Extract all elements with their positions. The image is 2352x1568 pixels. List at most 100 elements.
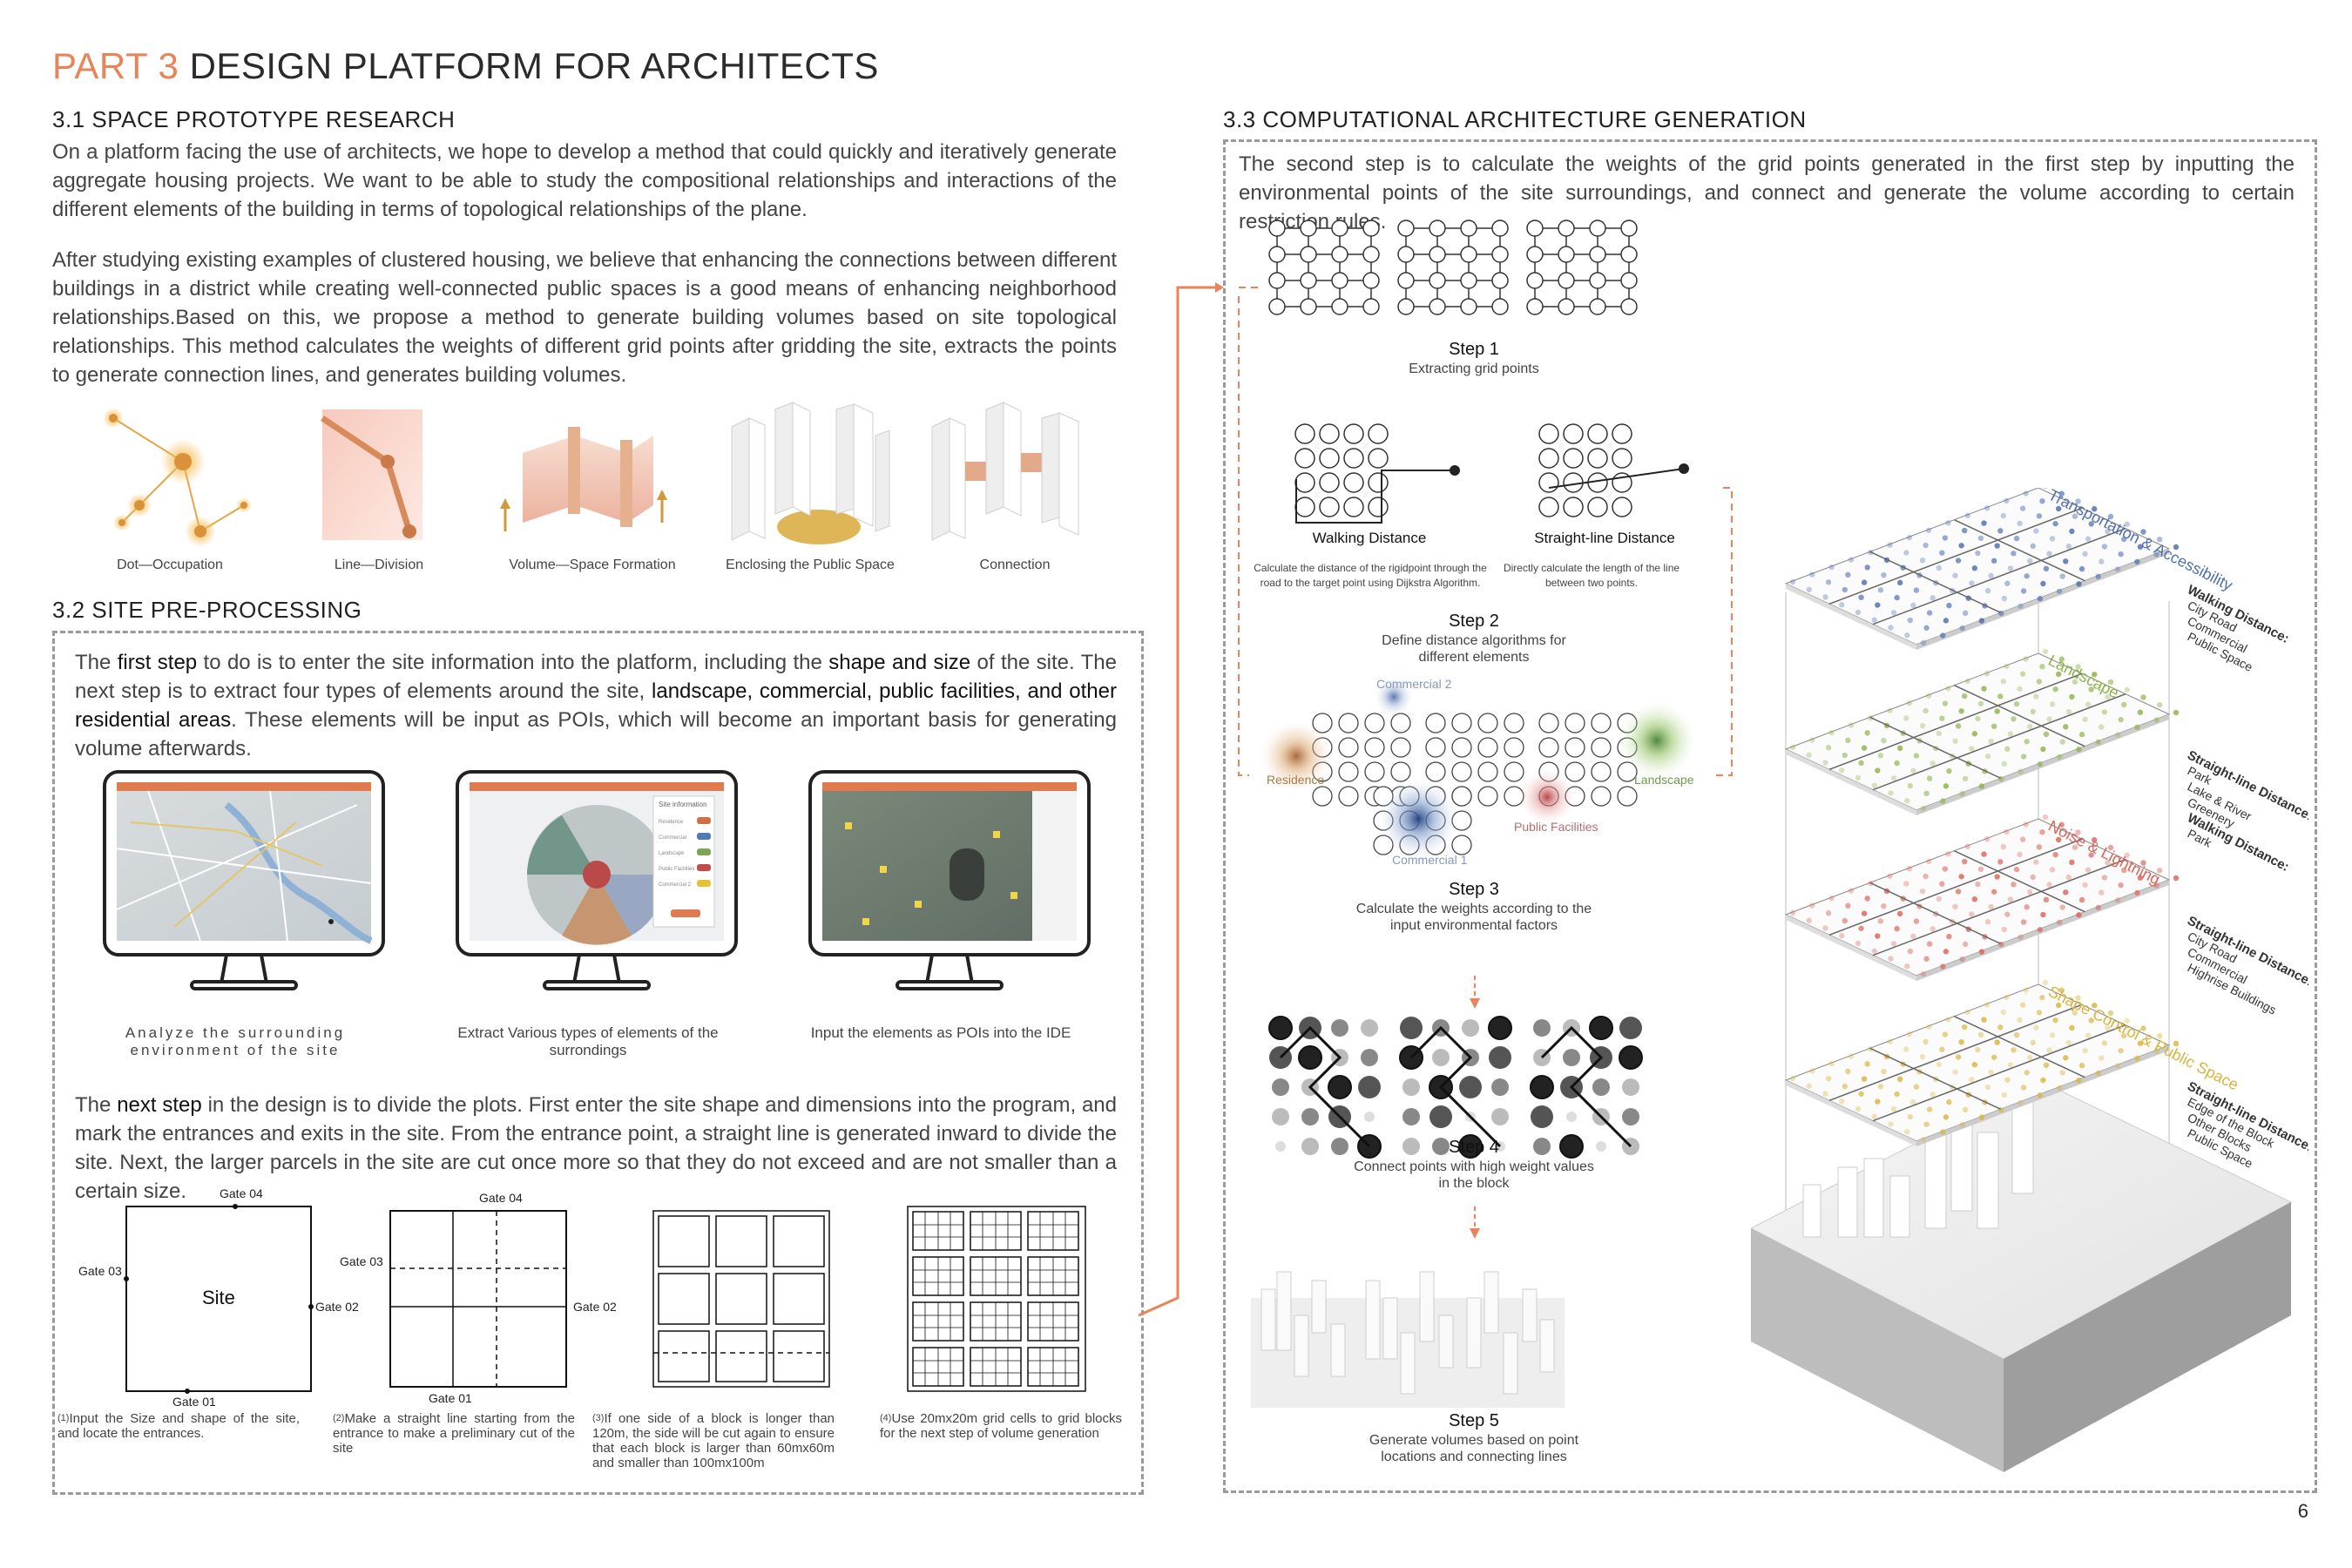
layer-point	[1981, 686, 1987, 692]
layer-point	[1923, 873, 1929, 880]
weighted-point	[1328, 1075, 1352, 1099]
grid-point	[1558, 298, 1575, 315]
layer-point	[1962, 610, 1969, 617]
grid-point	[1364, 737, 1385, 758]
grid-point	[1451, 713, 1472, 733]
weighted-point	[1298, 1045, 1322, 1070]
layer-point	[2042, 648, 2049, 655]
weighted-point	[1364, 1112, 1375, 1122]
grid-point	[1538, 448, 1559, 469]
grid-point	[1268, 298, 1286, 315]
layer-point	[1894, 594, 1900, 601]
prototype-caption-4: Enclosing the Public Space	[726, 558, 895, 572]
layer-point	[1809, 737, 1815, 743]
layer-point	[1984, 671, 1990, 677]
plot-caption-2: (2)Make a straight line starting from th…	[333, 1411, 575, 1456]
layer-point	[1945, 686, 1951, 692]
grid-point	[1364, 713, 1385, 733]
page-number: 6	[2297, 1500, 2308, 1522]
layer-point	[1896, 745, 1903, 752]
layer-point	[2173, 709, 2180, 716]
gate-02-label: Gate 02	[315, 1300, 359, 1314]
layer-point	[2140, 1025, 2146, 1031]
layer-point	[1822, 760, 1828, 766]
layer-point	[2095, 904, 2101, 911]
grid-point	[1390, 713, 1411, 733]
poi-commercial2-label: Commercial 2	[1376, 677, 1452, 691]
layer-point	[1806, 1083, 1812, 1089]
straight-distance-grid	[1538, 423, 1632, 517]
title-accent: PART 3	[52, 45, 179, 86]
layer-point	[1962, 775, 1969, 782]
layer-point	[2056, 919, 2063, 925]
layer-point	[1958, 543, 1964, 549]
layer-point	[2042, 814, 2049, 821]
layer-point	[2088, 521, 2094, 527]
grid-point	[1331, 246, 1348, 263]
weighted-point	[1402, 1078, 1420, 1096]
layer-point	[2059, 904, 2065, 910]
layer-point	[2058, 987, 2065, 993]
grid-point	[1558, 272, 1575, 289]
layer-point	[2036, 513, 2043, 519]
grid-point	[1591, 737, 1612, 758]
grid-point	[1538, 497, 1559, 517]
section-33-intro: The second step is to calculate the weig…	[1239, 152, 2295, 233]
layer-point	[2107, 844, 2114, 851]
site-label: Site	[202, 1287, 235, 1308]
layer-point	[1871, 1113, 1877, 1119]
layer-point	[1890, 1106, 1897, 1112]
site-info-row-3: Landscape	[659, 851, 685, 856]
grid-point	[1587, 423, 1608, 444]
layer-point	[1962, 527, 1968, 534]
grid-point	[1563, 497, 1584, 517]
plot-step-3	[652, 1210, 830, 1388]
layer-point	[2033, 528, 2039, 534]
grid-point	[1425, 713, 1446, 733]
layer-point	[1977, 700, 1984, 707]
grid-point	[1477, 786, 1498, 807]
layer-point	[1975, 881, 1981, 888]
grid-point	[1526, 220, 1544, 237]
weighted-point	[1622, 1078, 1639, 1096]
weighted-point	[1459, 1076, 1482, 1098]
layer-point	[1942, 535, 1949, 541]
weighted-point	[1619, 1045, 1643, 1070]
layer-point	[2101, 709, 2108, 715]
layer-point	[2078, 565, 2085, 572]
step4-title: Step 4	[1449, 1138, 1499, 1157]
layer-point	[1984, 1002, 1990, 1008]
layer-point	[2052, 1017, 2058, 1024]
grid-point	[1362, 272, 1380, 289]
layer-point	[1896, 910, 1903, 917]
grid-point	[1491, 298, 1509, 315]
layer-point	[1875, 933, 1881, 939]
layer-point	[2140, 694, 2146, 700]
layer-point	[1890, 775, 1897, 781]
layer-point	[2030, 708, 2036, 715]
layer-point	[1789, 909, 1796, 916]
layer-point	[1822, 1091, 1828, 1097]
layer-point	[1809, 902, 1815, 909]
connection-line	[1540, 1025, 1632, 1148]
grid-point	[1343, 423, 1364, 444]
layer-point	[1806, 917, 1812, 923]
layer-point	[2023, 987, 2029, 993]
plot-caption-1: (1)Input the Size and shape of the site,…	[57, 1411, 300, 1441]
layer-point	[1955, 558, 1962, 564]
layer-point	[1925, 1024, 1932, 1030]
layer-point	[2017, 520, 2023, 527]
grid-point	[1429, 272, 1446, 289]
layer-point	[1822, 594, 1828, 600]
prototype-caption-5: Connection	[979, 558, 1051, 572]
steps-graphics: Residence Commercial 2 Landscape Public …	[1238, 220, 1733, 1408]
grid-point	[1526, 298, 1544, 315]
straight-desc: Directly calculate the length of the lin…	[1503, 562, 1680, 589]
grid-point	[1587, 448, 1608, 469]
layer-point	[1913, 753, 1920, 759]
layer-point	[2027, 558, 2033, 564]
layer-point	[1923, 1038, 1929, 1045]
layer-point	[1839, 933, 1845, 939]
layer-point	[2037, 1092, 2044, 1098]
layer-point	[1910, 1098, 1916, 1105]
